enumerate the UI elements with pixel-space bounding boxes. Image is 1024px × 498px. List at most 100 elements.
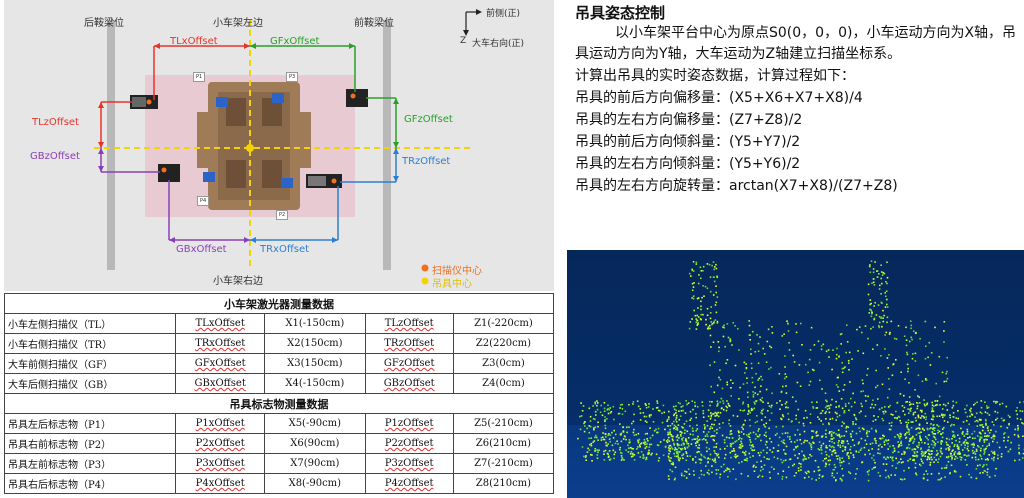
- tlz-offset-label: TLzOffset: [32, 117, 79, 128]
- marker-p3-tag: P3: [286, 72, 299, 82]
- trz-offset-label: TRzOffset: [402, 156, 451, 167]
- scanner-tr: [306, 174, 342, 188]
- diagram-graphics: [94, 9, 482, 285]
- marker-p4-tag: P4: [197, 196, 210, 206]
- x-value-cell: X8(-90cm): [264, 473, 366, 494]
- legend-spreader-label: 吊具中心: [432, 279, 472, 290]
- z-offset-name-cell: GFzOffset: [364, 353, 454, 374]
- marker-p1-tag: P1: [193, 72, 206, 82]
- row-label-cell: 大车后侧扫描仪（GB）: [3, 373, 177, 394]
- marker-p4-square: [203, 172, 215, 182]
- trolley-frame-diagram: 后鞍梁位 小车架左边 前鞍梁位 小车架右边 前侧(正) Z 大车右向(正) TL…: [4, 0, 554, 291]
- x-value-cell: X5(-90cm): [264, 413, 366, 434]
- section-title: 吊具姿态控制: [575, 4, 666, 22]
- z-offset-name-cell: P4zOffset: [364, 473, 454, 494]
- z-value-cell: Z8(210cm): [452, 473, 555, 494]
- z-value-cell: Z5(-210cm): [452, 413, 555, 434]
- legend-spreader-dot: [421, 277, 429, 285]
- x-value-cell: X7(90cm): [264, 453, 366, 474]
- tlx-offset-label: TLxOffset: [170, 36, 218, 47]
- table-header-scanners: 小车架激光器测量数据: [4, 293, 554, 314]
- row-label-cell: 大车前侧扫描仪（GF）: [3, 353, 177, 374]
- gbz-offset-label: GBzOffset: [30, 151, 80, 162]
- marker-p2-tag: P2: [276, 210, 289, 220]
- marker-p2-square: [281, 178, 293, 188]
- rear-rail: [107, 20, 115, 270]
- spreader-center-dot: [246, 144, 254, 152]
- trx-offset-label: TRxOffset: [260, 244, 310, 255]
- z-value-cell: Z6(210cm): [452, 433, 555, 454]
- front-beam-label: 前鞍梁位: [354, 18, 394, 29]
- legend-scanner-label: 扫描仪中心: [432, 266, 482, 277]
- spreader-body: [197, 82, 311, 210]
- scanner-gf: [346, 89, 368, 107]
- x-offset-name-cell: P1xOffset: [175, 413, 266, 434]
- row-label-cell: 吊具左后标志物（P1）: [3, 413, 177, 434]
- legend-scanner-dot: [421, 264, 429, 272]
- gfx-offset-label: GFxOffset: [270, 36, 320, 47]
- z-value-cell: Z1(-220cm): [452, 313, 555, 334]
- x-offset-name-cell: GBxOffset: [175, 373, 266, 394]
- z-value-cell: Z3(0cm): [452, 353, 555, 374]
- gfz-offset-label: GFzOffset: [404, 114, 453, 125]
- z-value-cell: Z4(0cm): [452, 373, 555, 394]
- z-offset-name-cell: P2zOffset: [364, 433, 454, 454]
- z-offset-name-cell: GBzOffset: [364, 373, 454, 394]
- x-value-cell: X1(-150cm): [264, 313, 366, 334]
- z-value-cell: Z7(-210cm): [452, 453, 555, 474]
- marker-p3-square: [272, 93, 284, 103]
- intro-paragraph: 以小车架平台中心为原点S0(0，0，0)，小车运动方向为X轴，吊具运动方向为Y轴…: [575, 25, 1017, 62]
- table-section-title: 小车架激光器测量数据: [4, 293, 554, 314]
- formula-line: 吊具的左右方向倾斜量：(Y5+Y6)/2: [575, 156, 801, 172]
- x-value-cell: X2(150cm): [264, 333, 366, 354]
- formula-line: 吊具的前后方向倾斜量：(Y5+Y7)/2: [575, 134, 801, 150]
- gbx-offset-label: GBxOffset: [176, 244, 227, 255]
- marker-p1-square: [216, 97, 228, 107]
- front-rail: [383, 20, 391, 270]
- scanner-tl: [130, 95, 158, 109]
- left-edge-label: 小车架左边: [213, 18, 263, 29]
- rear-beam-label: 后鞍梁位: [84, 18, 124, 29]
- z-axis-prefix: Z: [460, 36, 467, 46]
- z-offset-name-cell: TRzOffset: [364, 333, 454, 354]
- x-axis-label: 前侧(正): [486, 9, 521, 19]
- x-value-cell: X4(-150cm): [264, 373, 366, 394]
- z-value-cell: Z2(220cm): [452, 333, 555, 354]
- z-offset-name-cell: TLzOffset: [364, 313, 454, 334]
- x-offset-name-cell: P2xOffset: [175, 433, 266, 454]
- row-label-cell: 吊具右后标志物（P4）: [3, 473, 177, 494]
- point-cloud-points: [577, 260, 1024, 482]
- x-value-cell: X3(150cm): [264, 353, 366, 374]
- x-value-cell: X6(90cm): [264, 433, 366, 454]
- point-cloud-image: [567, 250, 1024, 498]
- table-header-markers: 吊具标志物测量数据: [4, 393, 554, 414]
- row-label-cell: 小车右侧扫描仪（TR）: [3, 333, 177, 354]
- x-offset-name-cell: P3xOffset: [175, 453, 266, 474]
- right-edge-label: 小车架右边: [213, 276, 263, 287]
- z-axis-label: 大车右向(正): [472, 39, 525, 49]
- table-section-title: 吊具标志物测量数据: [4, 393, 554, 414]
- scanner-gb: [158, 164, 180, 182]
- formula-line: 吊具的左右方向偏移量：(Z7+Z8)/2: [575, 112, 803, 128]
- formula-line: 吊具的前后方向偏移量：(X5+X6+X7+X8)/4: [575, 90, 863, 106]
- x-offset-name-cell: P4xOffset: [175, 473, 266, 494]
- x-offset-name-cell: TLxOffset: [175, 313, 266, 334]
- spreader-attitude-text: 吊具姿态控制 以小车架平台中心为原点S0(0，0，0)，小车运动方向为X轴，吊具…: [575, 0, 1024, 245]
- row-label-cell: 吊具左前标志物（P3）: [3, 453, 177, 474]
- z-offset-name-cell: P1zOffset: [364, 413, 454, 434]
- x-offset-name-cell: GFxOffset: [175, 353, 266, 374]
- row-label-cell: 小车左侧扫描仪（TL）: [3, 313, 177, 334]
- formula-line: 吊具的左右方向旋转量：arctan(X7+X8)/(Z7+Z8): [575, 178, 898, 194]
- point-cloud-graphic: [567, 250, 1024, 498]
- z-offset-name-cell: P3zOffset: [364, 453, 454, 474]
- x-offset-name-cell: TRxOffset: [175, 333, 266, 354]
